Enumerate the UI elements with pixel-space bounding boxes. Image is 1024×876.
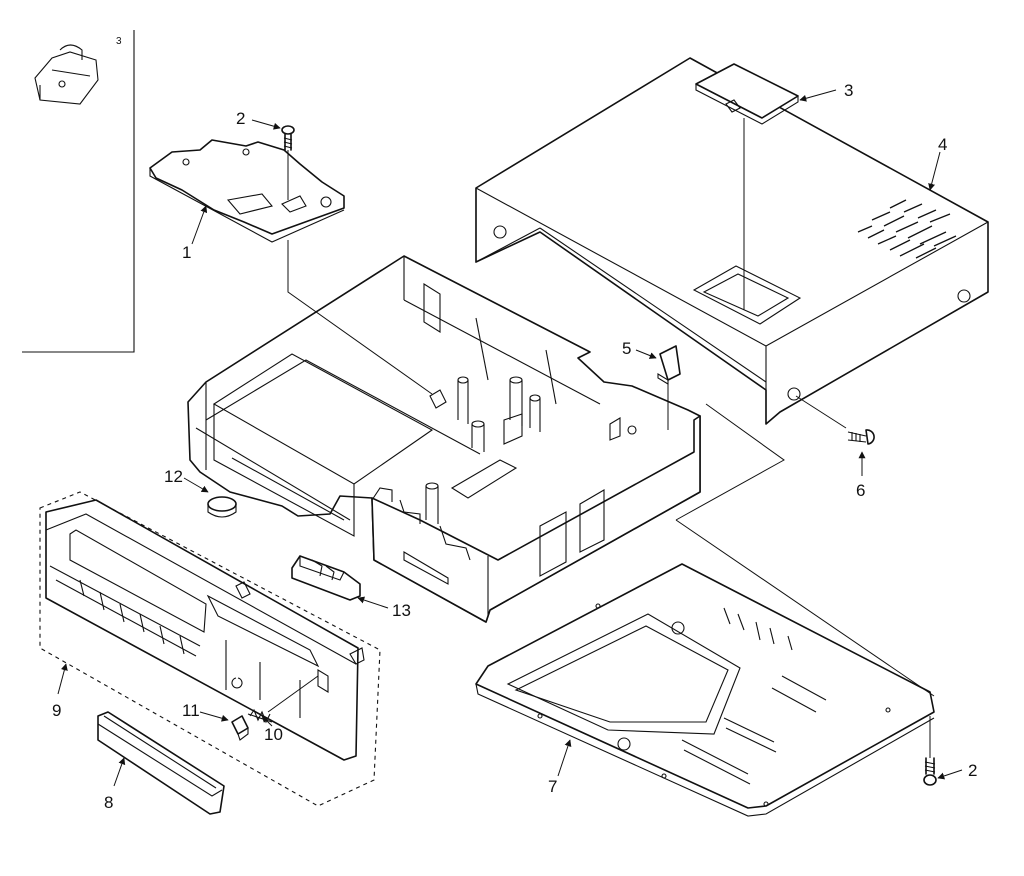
- part-1-board: [149, 139, 345, 243]
- part-6-screw: [847, 429, 875, 445]
- part-13-switch-board: [291, 555, 361, 601]
- part-8-door: [97, 711, 225, 815]
- callout-11: 11: [182, 701, 200, 720]
- callout-3: 3: [844, 81, 853, 100]
- callout-6: 6: [856, 481, 865, 500]
- callout-12: 12: [164, 467, 183, 486]
- callout-2-top: 2: [236, 109, 245, 128]
- callout-labels: 2 1 3 4 5 6 7 8 9 10 11 12 13 2: [52, 81, 977, 812]
- main-chassis: [187, 255, 701, 623]
- callout-1: 1: [182, 243, 191, 262]
- callout-7: 7: [548, 777, 557, 796]
- callout-2-bottom: 2: [968, 761, 977, 780]
- inset-part-3: [34, 44, 99, 105]
- part-4-top-cover: [475, 57, 989, 425]
- callout-4: 4: [938, 135, 947, 154]
- part-5-clip: [657, 345, 681, 430]
- part-9-front-panel: [39, 491, 381, 807]
- callout-13: 13: [392, 601, 411, 620]
- cover-vent-slots: [857, 199, 957, 259]
- inset-panel: 3: [22, 30, 135, 353]
- callout-8: 8: [104, 793, 113, 812]
- assembly-lines: [267, 118, 935, 713]
- part-7-bottom-plate: [475, 563, 935, 817]
- part-11-button: [231, 715, 249, 741]
- callout-5: 5: [622, 339, 631, 358]
- callout-arrows: [57, 89, 963, 787]
- part-3-lid: [695, 63, 799, 125]
- callout-9: 9: [52, 701, 61, 720]
- part-2-screw-top: [281, 125, 295, 200]
- part-12-foot: [207, 496, 237, 518]
- callout-10: 10: [264, 725, 283, 744]
- chassis-posts: [425, 317, 557, 524]
- part-2-screw-bottom: [923, 716, 937, 786]
- inset-callout-3: 3: [116, 36, 122, 47]
